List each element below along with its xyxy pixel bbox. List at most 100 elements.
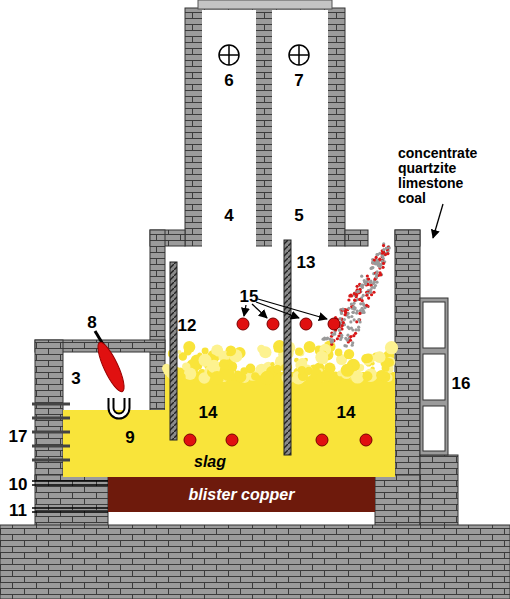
feed-arrow: [433, 204, 443, 238]
zone-label: slag: [194, 453, 226, 471]
foam-bubble: [374, 351, 386, 363]
callout-number: 12: [178, 317, 197, 334]
cooling-rod: [32, 445, 70, 448]
charge-particle: [363, 279, 366, 282]
damper-symbol: [289, 45, 309, 65]
callout-number: 10: [9, 476, 28, 493]
charge-stream: [321, 242, 390, 347]
foam-bubble: [335, 349, 343, 357]
charge-particle: [321, 338, 324, 341]
callout-number: 15: [240, 288, 259, 305]
charge-particle: [378, 258, 381, 261]
uptake-shaft: [202, 10, 256, 247]
charge-particle: [363, 306, 366, 309]
charge-particle: [353, 299, 356, 302]
cooling-rod: [32, 417, 70, 420]
charge-particle: [351, 344, 354, 347]
callout-number: 13: [297, 254, 316, 271]
foam-bubble: [385, 341, 398, 354]
charge-particle: [373, 281, 376, 284]
callout-number: 4: [224, 207, 233, 224]
charge-particle: [361, 283, 364, 286]
foam-bubble: [251, 372, 259, 380]
charge-particle: [341, 308, 344, 311]
taphole-line: [32, 511, 108, 512]
hearth-brick: [375, 475, 420, 527]
charge-particle: [351, 328, 354, 331]
window-pane: [423, 406, 445, 451]
charge-particle: [350, 302, 353, 305]
callout-number: 5: [294, 207, 303, 224]
foam-bubble: [225, 345, 236, 356]
charge-particle: [347, 298, 350, 301]
charge-particle: [360, 275, 363, 278]
charge-particle: [357, 326, 360, 329]
charge-particle: [338, 329, 341, 332]
tuyere-dot: [267, 318, 279, 330]
callout-number: 3: [71, 370, 80, 387]
taphole-line: [32, 507, 108, 508]
charge-particle: [340, 325, 343, 328]
tuyere-dot: [300, 318, 312, 330]
charge-particle: [354, 299, 357, 302]
callout-number: 16: [452, 375, 471, 392]
charge-particle: [375, 275, 378, 278]
charge-particle: [352, 311, 355, 314]
foam-bubble: [178, 373, 185, 380]
charge-particle: [369, 291, 372, 294]
foam-bubble: [260, 371, 274, 385]
charge-particle: [342, 321, 345, 324]
taphole-line: [32, 484, 108, 485]
charge-particle: [381, 266, 384, 269]
uptake-shaft: [272, 10, 328, 247]
charge-particle: [381, 255, 384, 258]
foam-bubble: [341, 364, 354, 377]
callout-number: 14: [337, 404, 356, 421]
foam-bubble: [376, 370, 386, 380]
charge-particle: [348, 327, 351, 330]
damper-symbol: [219, 45, 309, 65]
charge-particle: [341, 308, 344, 311]
foam-bubble: [177, 350, 181, 354]
charge-particle: [367, 277, 370, 280]
tuyere-dot: [328, 318, 340, 330]
callout-number: 7: [294, 72, 303, 89]
charge-particle: [372, 291, 375, 294]
side-wall: [395, 230, 420, 477]
tuyere-dot: [316, 434, 328, 446]
charge-particle: [353, 318, 356, 321]
foam-bubble: [361, 354, 370, 363]
cooling-rod: [32, 403, 70, 406]
charge-particle: [343, 313, 346, 316]
charge-particle: [375, 253, 378, 256]
charge-particle: [356, 290, 359, 293]
charge-particle: [355, 293, 358, 296]
damper-symbol: [219, 45, 239, 65]
charge-particle: [358, 298, 361, 301]
foam-bubble: [270, 362, 274, 366]
slag-zone: slag: [180, 450, 240, 474]
charge-particle: [357, 318, 360, 321]
charge-particle: [359, 302, 362, 305]
charge-particle: [340, 312, 343, 315]
window-pane: [423, 354, 445, 400]
charge-particle: [375, 256, 378, 259]
tuyere-dot: [184, 434, 196, 446]
foam-bubble: [273, 365, 282, 374]
charge-particle: [353, 298, 356, 301]
window-frame: [420, 298, 448, 455]
slag-foam: [162, 340, 398, 385]
charge-particle: [369, 281, 372, 284]
siphon-symbol: [111, 398, 127, 416]
leader-arrow: [244, 305, 246, 316]
callout-number: 14: [199, 404, 218, 421]
foam-bubble: [304, 341, 316, 353]
hearth-brick: [420, 455, 458, 527]
foam-bubble: [202, 348, 209, 355]
callout-number: 6: [224, 72, 233, 89]
foam-bubble: [275, 356, 284, 365]
callout-number: 9: [125, 429, 134, 446]
charge-particle: [358, 312, 361, 315]
charge-particle: [379, 265, 382, 268]
foam-bubble: [257, 345, 265, 353]
